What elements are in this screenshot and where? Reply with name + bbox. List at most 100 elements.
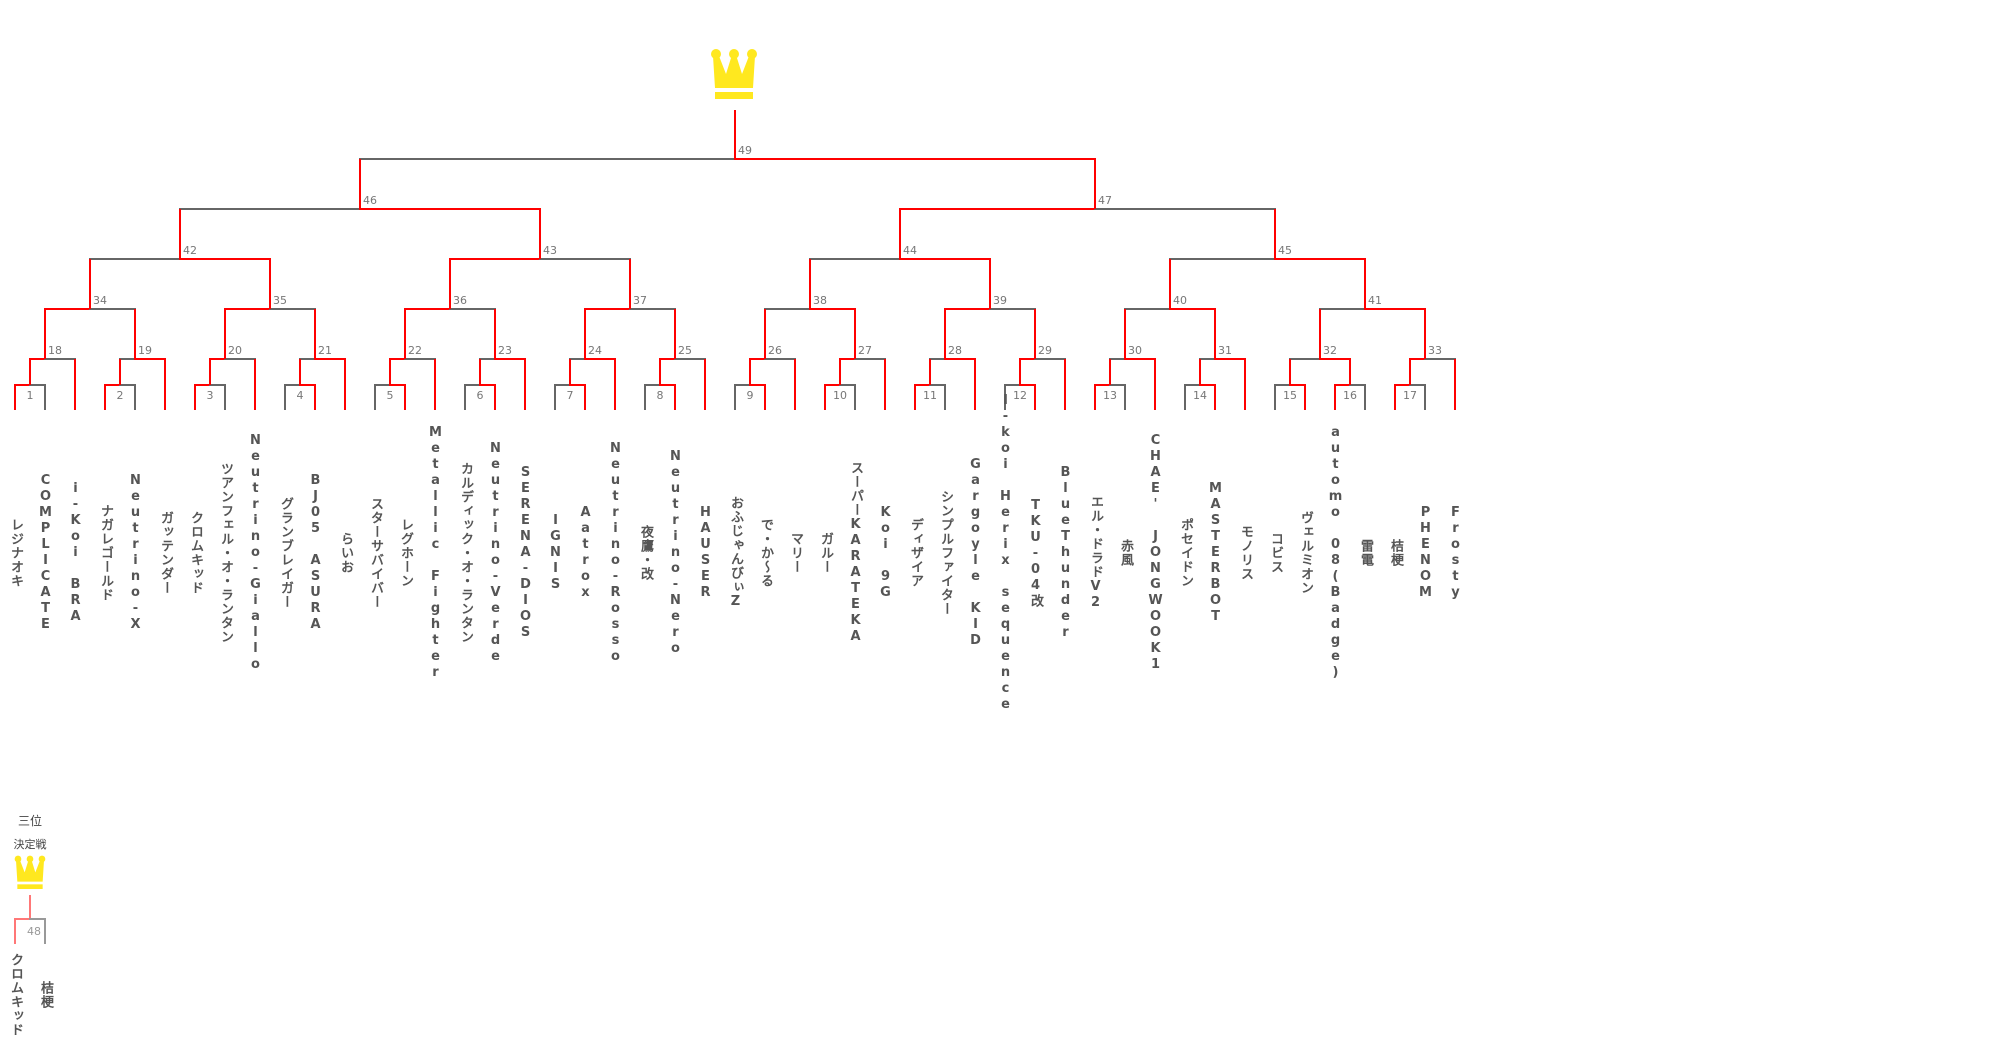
bracket-line bbox=[44, 358, 76, 360]
player-name: IGNIS bbox=[548, 513, 563, 593]
bracket-line bbox=[794, 359, 796, 410]
bracket-line bbox=[449, 308, 496, 310]
bracket-line bbox=[539, 258, 631, 260]
match-number: 23 bbox=[498, 344, 512, 357]
bracket-line bbox=[674, 358, 706, 360]
bracket-line bbox=[193, 385, 197, 410]
bracket-line bbox=[1198, 383, 1217, 387]
third-place-line bbox=[14, 919, 16, 944]
champion-crown-icon bbox=[711, 49, 757, 99]
bracket-line bbox=[1034, 309, 1036, 359]
bracket-line bbox=[1424, 309, 1426, 359]
bracket-line bbox=[854, 309, 856, 359]
bracket-line bbox=[478, 383, 497, 387]
player-name: Neutrino-Verde bbox=[488, 441, 503, 665]
player-name: TKU-04改 bbox=[1028, 498, 1043, 608]
player-name: らいお bbox=[338, 532, 353, 574]
bracket-line bbox=[494, 309, 496, 359]
bracket-line bbox=[929, 358, 946, 360]
bracket-line bbox=[103, 385, 107, 410]
bracket-line bbox=[89, 308, 136, 310]
bracket-line bbox=[1064, 359, 1066, 410]
bracket-line bbox=[314, 309, 316, 359]
bracket-line bbox=[1289, 358, 1321, 360]
bracket-line bbox=[853, 385, 857, 410]
bracket-line bbox=[763, 385, 767, 410]
bracket-line bbox=[928, 383, 947, 387]
match-number: 47 bbox=[1098, 194, 1112, 207]
bracket-line bbox=[179, 208, 361, 210]
bracket-line bbox=[944, 308, 991, 310]
match-number: 1 bbox=[26, 389, 34, 402]
match-number: 12 bbox=[1013, 389, 1027, 402]
player-name: ガッテンダー bbox=[158, 511, 173, 595]
match-number: 11 bbox=[923, 389, 937, 402]
match-number: 25 bbox=[678, 344, 692, 357]
match-number: 49 bbox=[738, 144, 752, 157]
bracket-line bbox=[209, 358, 226, 360]
match-number: 27 bbox=[858, 344, 872, 357]
match-number: 44 bbox=[903, 244, 917, 257]
bracket-line bbox=[223, 385, 227, 410]
match-number: 15 bbox=[1283, 389, 1297, 402]
bracket-line bbox=[569, 358, 586, 360]
bracket-line bbox=[1019, 359, 1021, 385]
bracket-line bbox=[1288, 383, 1307, 387]
bracket-line bbox=[539, 209, 541, 259]
bracket-line bbox=[1109, 358, 1126, 360]
bracket-line bbox=[1169, 259, 1171, 309]
match-number: 39 bbox=[993, 294, 1007, 307]
bracket-line bbox=[298, 383, 317, 387]
match-number: 40 bbox=[1173, 294, 1187, 307]
bracket-line bbox=[809, 259, 811, 309]
third-place-title-line2: 決定戦 bbox=[13, 838, 47, 851]
match-number: 24 bbox=[588, 344, 602, 357]
bracket-line bbox=[134, 358, 166, 360]
player-name: BJ05 ASURA bbox=[308, 473, 323, 633]
bracket-line bbox=[1003, 383, 1022, 387]
match-number: 5 bbox=[386, 389, 394, 402]
bracket-line bbox=[164, 359, 166, 410]
match-number: 46 bbox=[363, 194, 377, 207]
bracket-line bbox=[1333, 383, 1352, 387]
bracket-line bbox=[1124, 358, 1156, 360]
bracket-line bbox=[389, 359, 391, 385]
bracket-line bbox=[1244, 359, 1246, 410]
match-number: 28 bbox=[948, 344, 962, 357]
bracket-line bbox=[839, 359, 841, 385]
player-name: HAUSER bbox=[698, 505, 713, 601]
bracket-line bbox=[388, 383, 407, 387]
bracket-line bbox=[1003, 385, 1007, 410]
bracket-line bbox=[463, 383, 482, 387]
match-number: 43 bbox=[543, 244, 557, 257]
match-number: 36 bbox=[453, 294, 467, 307]
bracket-line bbox=[1214, 358, 1246, 360]
bracket-line bbox=[1124, 308, 1171, 310]
bracket-line bbox=[224, 358, 256, 360]
bracket-line bbox=[134, 309, 136, 359]
player-name: Gargoyle KID bbox=[968, 457, 983, 649]
bracket-line bbox=[553, 385, 557, 410]
bracket-line bbox=[1199, 358, 1216, 360]
third-place-crown-icon bbox=[14, 855, 46, 889]
bracket-line bbox=[179, 258, 271, 260]
bracket-line bbox=[1183, 383, 1202, 387]
bracket-line bbox=[269, 259, 271, 309]
player-name: レジナオキ bbox=[8, 518, 23, 588]
bracket-line bbox=[749, 358, 766, 360]
bracket-line bbox=[1183, 385, 1187, 410]
match-number: 20 bbox=[228, 344, 242, 357]
bracket-line bbox=[553, 383, 572, 387]
bracket-line bbox=[13, 383, 32, 387]
bracket-line bbox=[1093, 383, 1112, 387]
bracket-line bbox=[13, 385, 17, 410]
player-name: エル・ドラドV2 bbox=[1088, 495, 1103, 611]
bracket-line bbox=[494, 358, 526, 360]
bracket-line bbox=[1199, 359, 1201, 385]
bracket-line bbox=[913, 383, 932, 387]
bracket-line bbox=[1303, 385, 1307, 410]
bracket-line bbox=[1018, 383, 1037, 387]
bracket-line bbox=[118, 383, 137, 387]
bracket-line bbox=[809, 258, 901, 260]
bracket-line bbox=[1274, 209, 1276, 259]
